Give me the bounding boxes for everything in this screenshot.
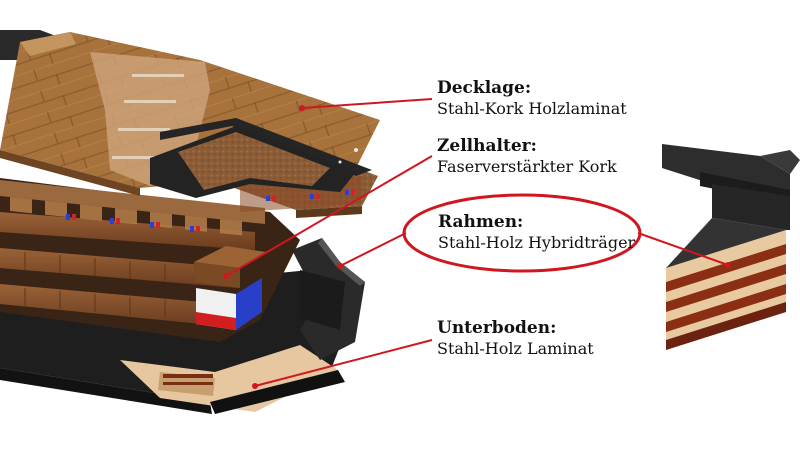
top-plate <box>0 30 380 198</box>
label-title: Unterboden: <box>437 318 557 338</box>
leader-line-zellhalter <box>225 155 433 277</box>
frame-detail-beam <box>662 144 800 350</box>
leader-line-rahmen-detail <box>637 232 729 266</box>
leader-lines <box>225 98 729 387</box>
leader-line-unterboden <box>254 339 433 387</box>
leader-line-rahmen <box>339 232 407 267</box>
label-title: Zellhalter: <box>437 136 537 156</box>
cell-rows <box>0 178 300 342</box>
leader-line-decklage <box>301 98 433 109</box>
label-decklage: Decklage: Stahl-Kork Holzlaminat <box>437 78 627 119</box>
label-rahmen: Rahmen: Stahl-Holz Hybridträger <box>438 212 635 253</box>
rahmen-highlight-ellipse <box>402 193 642 273</box>
label-subtitle: Faserverstärkter Kork <box>437 157 617 176</box>
frame-rail <box>292 238 365 360</box>
label-title: Rahmen: <box>438 212 524 232</box>
label-subtitle: Stahl-Kork Holzlaminat <box>437 99 627 118</box>
label-title: Decklage: <box>437 78 532 98</box>
label-subtitle: Stahl-Holz Laminat <box>437 339 594 358</box>
label-zellhalter: Zellhalter: Faserverstärkter Kork <box>437 136 617 177</box>
label-subtitle: Stahl-Holz Hybridträger <box>438 233 636 252</box>
leader-dots <box>223 105 731 389</box>
label-unterboden: Unterboden: Stahl-Holz Laminat <box>437 318 594 359</box>
